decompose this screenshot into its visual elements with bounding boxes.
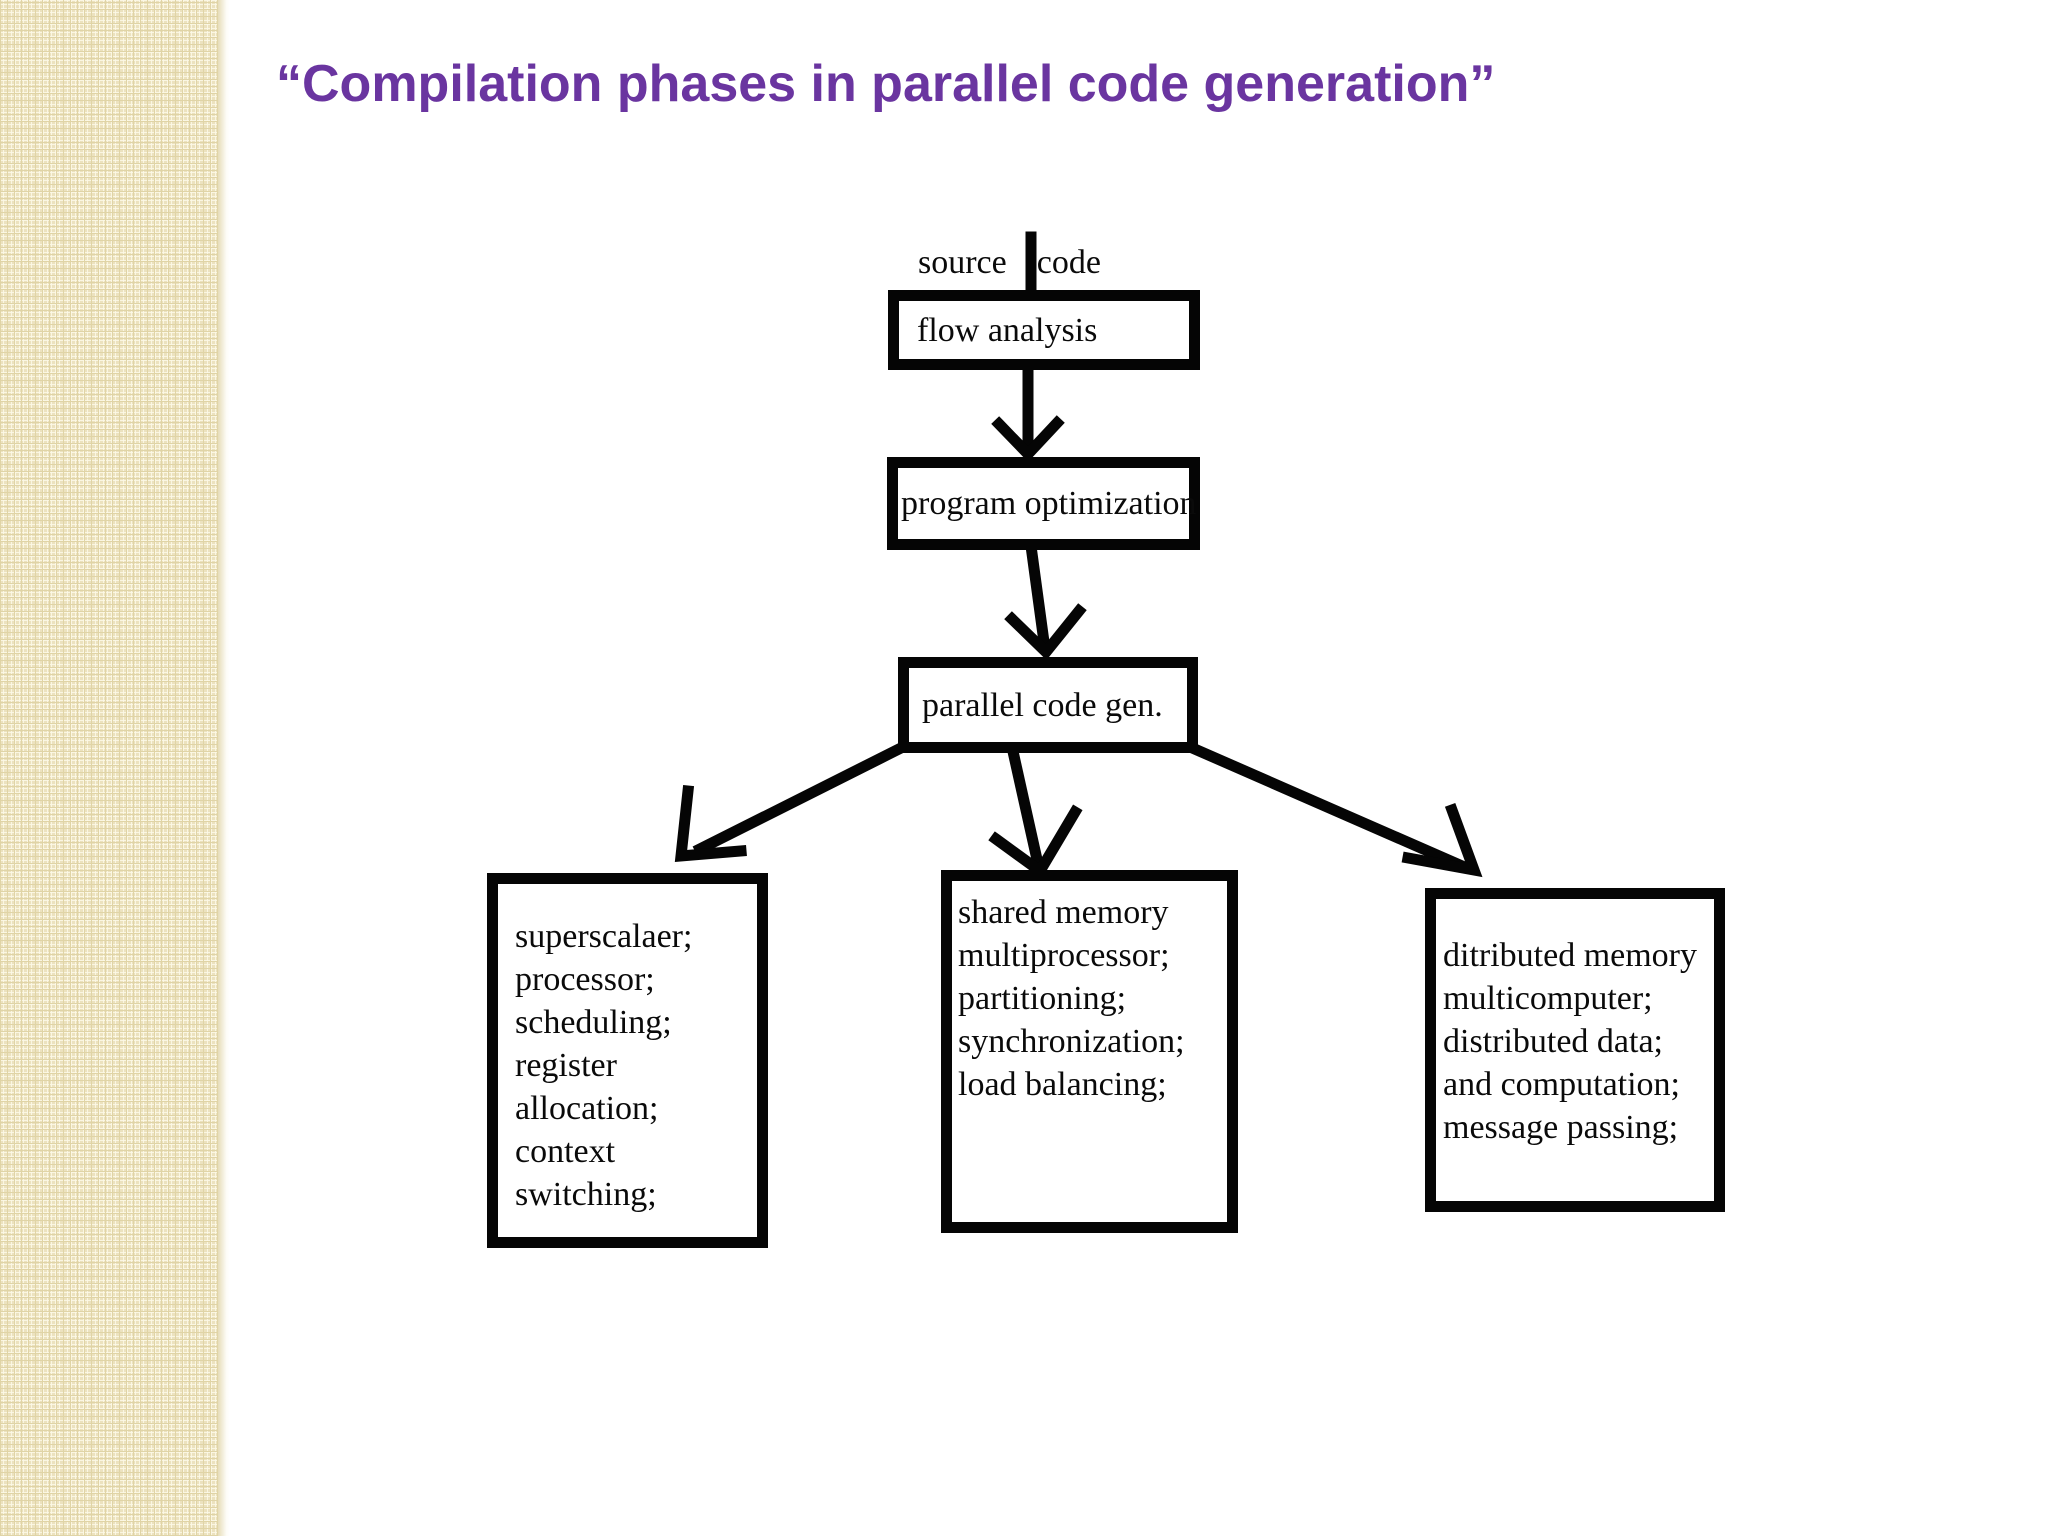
- arrowhead-parallel-to-distributed: [1401, 802, 1483, 878]
- node-label: program optimization: [901, 485, 1197, 522]
- node-label: flow analysis: [917, 311, 1098, 349]
- arrowhead-optimization-to-parallel: [1004, 603, 1087, 661]
- box-line: scheduling;: [515, 1004, 672, 1041]
- box-line: shared memory: [958, 894, 1169, 931]
- node-label: parallel code gen.: [922, 686, 1163, 724]
- box-line: register: [515, 1047, 617, 1084]
- decorative-side-strip: [0, 0, 218, 1536]
- box-distributed-memory-multicomputer: ditributed memory multicomputer; distrib…: [1425, 888, 1725, 1212]
- code-word: code: [1036, 244, 1101, 281]
- source-code-label: source code: [918, 246, 1101, 280]
- source-word: source: [918, 244, 1007, 281]
- box-line: switching;: [515, 1176, 657, 1213]
- arrow-parallel-to-distributed: [1189, 742, 1470, 874]
- box-line: processor;: [515, 961, 655, 998]
- box-line: context: [515, 1133, 616, 1170]
- arrow-optimization-to-parallel: [1024, 539, 1051, 649]
- arrowhead-parallel-to-shared: [988, 804, 1083, 880]
- box-line: ditributed memory: [1443, 937, 1698, 974]
- box-line: partitioning;: [958, 980, 1127, 1017]
- box-shared-memory-multiprocessor: shared memory multiprocessor; partitioni…: [941, 870, 1238, 1233]
- box-line: and computation;: [1443, 1066, 1681, 1103]
- node-parallel-code-gen: parallel code gen.: [898, 657, 1198, 753]
- box-line: multicomputer;: [1443, 980, 1653, 1017]
- box-line: synchronization;: [958, 1023, 1185, 1060]
- box-line: distributed data;: [1443, 1023, 1664, 1060]
- arrow-parallel-to-shared: [1007, 749, 1045, 871]
- arrow-parallel-to-superscalar: [692, 741, 907, 857]
- box-line: load balancing;: [958, 1066, 1167, 1103]
- slide-title: “Compilation phases in parallel code gen…: [276, 55, 1496, 113]
- box-superscalar-processor: superscalaer; processor; scheduling; reg…: [487, 873, 768, 1248]
- box-line: superscalaer;: [515, 918, 693, 955]
- arrowhead-flow-to-optimization: [991, 415, 1065, 462]
- arrowhead-parallel-to-superscalar: [674, 784, 747, 863]
- side-strip-edge: [218, 0, 230, 1536]
- box-line: allocation;: [515, 1090, 659, 1127]
- node-flow-analysis: flow analysis: [888, 290, 1200, 370]
- box-line: multiprocessor;: [958, 937, 1170, 974]
- box-line: message passing;: [1443, 1109, 1679, 1146]
- node-program-optimization: program optimization: [887, 457, 1200, 550]
